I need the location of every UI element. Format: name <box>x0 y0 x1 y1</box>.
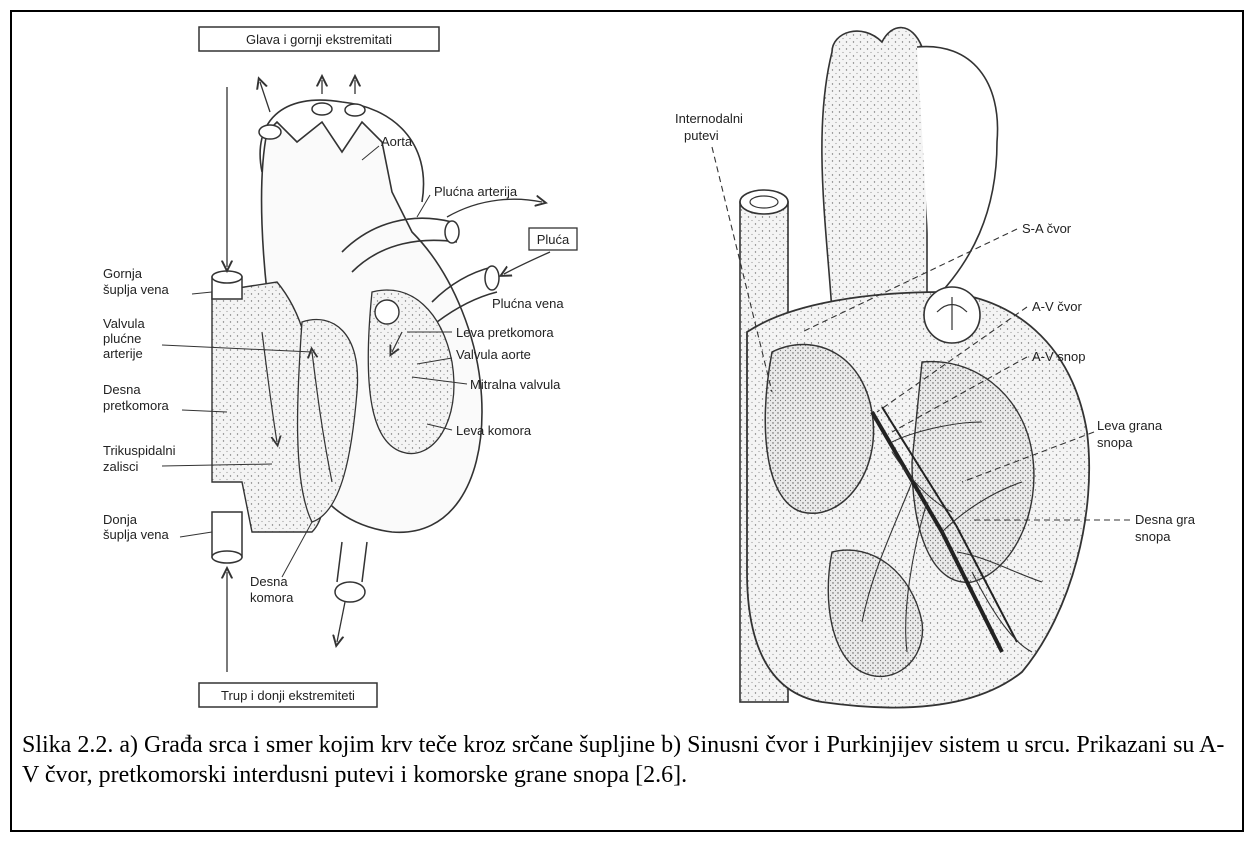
label-pulmonary-artery: Plućna arterija <box>434 184 518 199</box>
lungs-label: Pluća <box>537 232 570 247</box>
label-superior-vena-cava-1: Gornja <box>103 266 143 281</box>
label-left-atrium: Leva pretkomora <box>456 325 554 340</box>
head-limbs-label: Glava i gornji ekstremitati <box>246 32 392 47</box>
label-right-ventricle-2: komora <box>250 590 294 605</box>
label-internodal-2: putevi <box>684 128 719 143</box>
label-pulmonary-valve-2: plućne <box>103 331 141 346</box>
label-pulmonary-vein: Plućna vena <box>492 296 564 311</box>
figure-caption: Slika 2.2. a) Građa srca i smer kojim kr… <box>22 730 1232 790</box>
label-right-atrium-1: Desna <box>103 382 141 397</box>
figure-frame: Glava i gornji ekstremitati <box>10 10 1244 832</box>
label-av-bundle: A-V snop <box>1032 349 1085 364</box>
label-inferior-vena-cava-2: šuplja vena <box>103 527 170 542</box>
label-inferior-vena-cava-1: Donja <box>103 512 138 527</box>
label-superior-vena-cava-2: šuplja vena <box>103 282 170 297</box>
label-aortic-valve: Valvula aorte <box>456 347 531 362</box>
label-right-bundle-branch-1: Desna gra <box>1135 512 1196 527</box>
conduction-system-diagram: Internodalni putevi S-A čvor A-V čvor A-… <box>675 28 1196 708</box>
heart-structure-diagram: Glava i gornji ekstremitati <box>103 27 577 707</box>
figure-illustrations: Glava i gornji ekstremitati <box>12 12 1244 722</box>
label-aorta: Aorta <box>381 134 413 149</box>
label-pulmonary-valve-3: arterije <box>103 346 143 361</box>
label-internodal-1: Internodalni <box>675 111 743 126</box>
label-av-node: A-V čvor <box>1032 299 1083 314</box>
label-mitral-valve: Mitralna valvula <box>470 377 561 392</box>
trunk-limbs-label: Trup i donji ekstremiteti <box>221 688 355 703</box>
label-tricuspid-1: Trikuspidalni <box>103 443 176 458</box>
label-left-bundle-branch-1: Leva grana <box>1097 418 1163 433</box>
label-sa-node: S-A čvor <box>1022 221 1072 236</box>
label-left-ventricle: Leva komora <box>456 423 532 438</box>
label-tricuspid-2: zalisci <box>103 459 139 474</box>
head-limbs-box: Glava i gornji ekstremitati <box>199 27 439 51</box>
label-pulmonary-valve-1: Valvula <box>103 316 145 331</box>
label-right-bundle-branch-2: snopa <box>1135 529 1171 544</box>
label-left-bundle-branch-2: snopa <box>1097 435 1133 450</box>
label-right-atrium-2: pretkomora <box>103 398 170 413</box>
